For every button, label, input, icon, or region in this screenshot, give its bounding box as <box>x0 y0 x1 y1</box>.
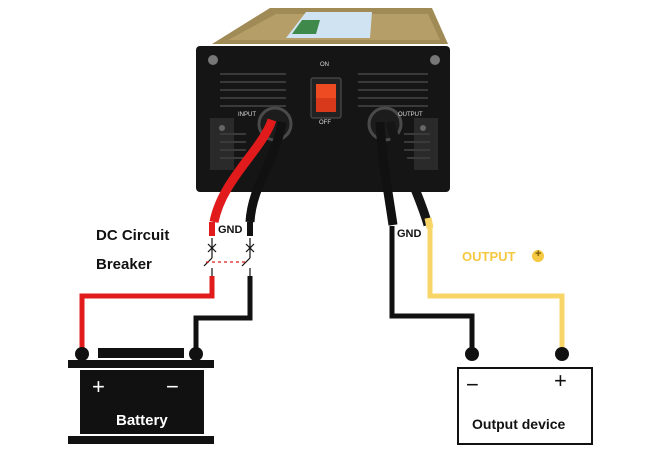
switch-on-label: ON <box>320 62 329 68</box>
output-plus-badge <box>532 250 544 262</box>
battery-base <box>68 436 214 444</box>
battery-negative-terminal-top <box>189 347 203 361</box>
breaker-label-line2: Breaker <box>96 256 152 273</box>
device-minus-sign: − <box>466 372 479 397</box>
battery-minus-sign: − <box>166 374 179 399</box>
input-positive-cable <box>209 118 277 223</box>
device-negative-terminal-top <box>465 347 479 361</box>
breaker-gnd-label: GND <box>218 224 243 236</box>
battery-cap <box>98 348 184 358</box>
inverter-output-label: OUTPUT <box>398 112 423 118</box>
power-switch-shade <box>316 98 336 112</box>
device-live-wire <box>427 226 565 350</box>
battery-positive-terminal-top <box>75 347 89 361</box>
breaker-label-line1: DC Circuit <box>96 227 170 244</box>
battery-positive-wire <box>79 276 215 352</box>
battery <box>68 347 214 444</box>
breaker-red-stub <box>209 222 215 236</box>
inverter-input-label: INPUT <box>238 112 256 118</box>
device-plus-sign: + <box>554 368 567 393</box>
breaker-black-stub <box>247 222 253 236</box>
screw-mid-right <box>420 125 426 131</box>
output-ground-cable <box>375 121 398 226</box>
screw-mid-left <box>219 125 225 131</box>
device-positive-terminal-top <box>555 347 569 361</box>
input-ground-cable <box>245 121 287 223</box>
input-cables <box>209 118 287 223</box>
output-label: OUTPUT <box>462 249 516 264</box>
dc-circuit-breaker <box>203 238 255 278</box>
output-plus-symbol: + <box>535 248 542 260</box>
screw-top-right <box>430 55 440 65</box>
battery-ground-wire <box>193 276 253 352</box>
device-ground-wire <box>389 226 475 350</box>
output-device <box>457 347 593 445</box>
switch-off-label: OFF <box>319 120 331 126</box>
device-body <box>457 367 593 445</box>
battery-top-plate <box>68 360 214 368</box>
output-live-cable <box>385 120 433 227</box>
vent-slots-left <box>220 73 286 159</box>
inverter-side-fin-right <box>414 118 438 170</box>
battery-label: Battery <box>116 412 168 429</box>
vent-slots-right <box>358 73 430 159</box>
battery-body <box>80 370 204 434</box>
inverter-top-label-accent <box>292 20 320 34</box>
battery-plus-sign: + <box>92 374 105 399</box>
inverter <box>196 8 450 192</box>
screw-top-left <box>208 55 218 65</box>
device-label: Output device <box>472 416 566 432</box>
output-gnd-label: GND <box>397 228 422 240</box>
